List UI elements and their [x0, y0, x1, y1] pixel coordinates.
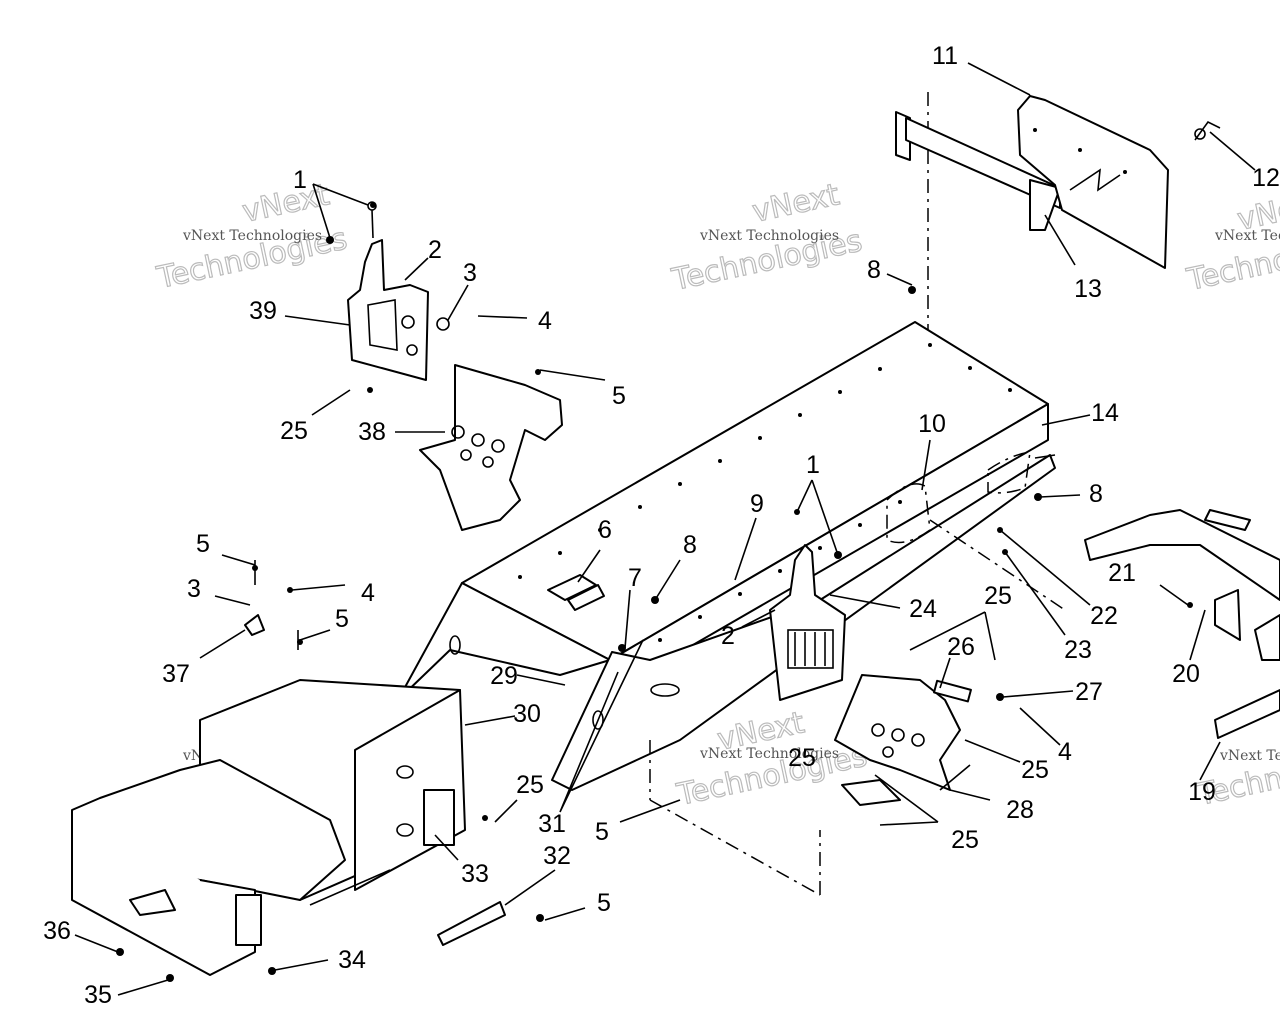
watermark-company: vNext Technologies [1214, 228, 1280, 244]
upper-left-bracket-part [347, 201, 563, 531]
callout-2: 2 [721, 622, 735, 650]
callout-25: 25 [984, 582, 1012, 610]
callout-25: 25 [788, 744, 816, 772]
callout-6: 6 [598, 516, 612, 544]
callout-12: 12 [1252, 164, 1280, 192]
callout-8: 8 [1089, 480, 1103, 508]
watermark-company: vNext Technologies [699, 746, 839, 762]
callout-5: 5 [595, 818, 609, 846]
callout-36: 36 [43, 917, 71, 945]
watermark-company: vNext Technologies [699, 228, 839, 244]
callout-5: 5 [612, 382, 626, 410]
right-rail-part [1084, 509, 1280, 739]
callout-21: 21 [1108, 559, 1136, 587]
callout-4: 4 [361, 579, 375, 607]
callout-38: 38 [358, 418, 386, 446]
callout-4: 4 [1058, 738, 1072, 766]
callout-labels: 1 2 3 4 39 25 38 5 11 12 13 8 14 10 8 1 … [43, 42, 1280, 1009]
callout-23: 23 [1064, 636, 1092, 664]
callout-26: 26 [947, 633, 975, 661]
leader-lines [74, 62, 1256, 996]
callout-27: 27 [1075, 678, 1103, 706]
callout-19: 19 [1188, 778, 1216, 806]
callout-24: 24 [909, 595, 937, 623]
callout-25: 25 [516, 771, 544, 799]
callout-10: 10 [918, 410, 946, 438]
callout-39: 39 [249, 297, 277, 325]
callout-4: 4 [538, 307, 552, 335]
callout-1: 1 [806, 451, 820, 479]
rear-flap-part [895, 92, 1221, 330]
callout-2: 2 [428, 236, 442, 264]
callout-35: 35 [84, 981, 112, 1009]
callout-31: 31 [538, 810, 566, 838]
fastener-dots [116, 202, 1193, 982]
front-frame-part [71, 560, 506, 976]
callout-3: 3 [187, 575, 201, 603]
callout-5: 5 [196, 530, 210, 558]
center-bracket-part [769, 544, 972, 806]
watermark-company: vNext Technologies [1219, 748, 1280, 764]
callout-3: 3 [463, 259, 477, 287]
callout-8: 8 [867, 256, 881, 284]
callout-11: 11 [932, 42, 958, 70]
callout-29: 29 [490, 662, 518, 690]
callout-1: 1 [293, 166, 307, 194]
callout-30: 30 [513, 700, 541, 728]
callout-8: 8 [683, 531, 697, 559]
callout-28: 28 [1006, 796, 1034, 824]
callout-37: 37 [162, 660, 190, 688]
callout-32: 32 [543, 842, 571, 870]
callout-7: 7 [628, 564, 642, 592]
callout-33: 33 [461, 860, 489, 888]
callout-25: 25 [951, 826, 979, 854]
callout-5: 5 [597, 889, 611, 917]
watermark-brand-top: vNext [749, 177, 842, 230]
callout-5: 5 [335, 605, 349, 633]
callout-22: 22 [1090, 602, 1118, 630]
callout-25: 25 [280, 417, 308, 445]
callout-9: 9 [750, 490, 764, 518]
callout-14: 14 [1091, 399, 1119, 427]
callout-13: 13 [1074, 275, 1102, 303]
rivet-holes [518, 343, 1012, 642]
watermark-company: vNext Technologies [182, 228, 322, 244]
callout-25: 25 [1021, 756, 1049, 784]
callout-34: 34 [338, 946, 366, 974]
callout-20: 20 [1172, 660, 1200, 688]
